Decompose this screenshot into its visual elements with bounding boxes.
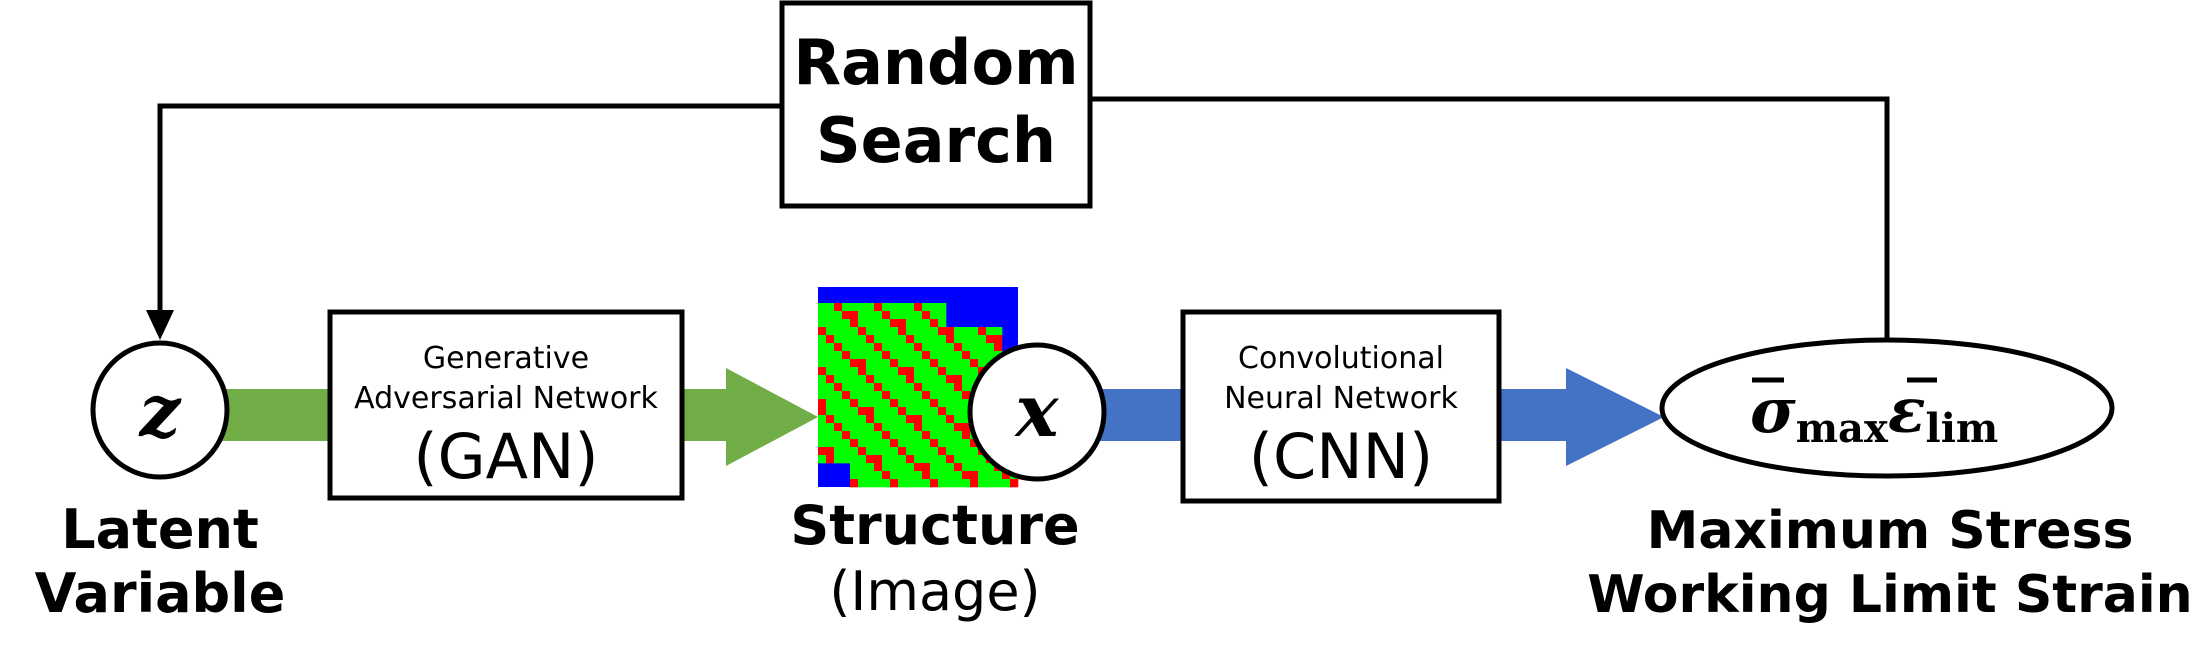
- structure-symbol: x: [1014, 368, 1060, 453]
- random-search-box: Random Search: [779, 0, 1093, 209]
- cnn-box: Convolutional Neural Network (CNN): [1180, 309, 1502, 504]
- random-search-line2: Search: [816, 104, 1056, 177]
- output-node: σmaxεlim: [1659, 337, 2115, 479]
- cnn-line1: Convolutional: [1238, 341, 1444, 376]
- latent-node: z: [90, 340, 230, 480]
- gan-line2: Adversarial Network: [354, 381, 658, 416]
- cnn-line2: Neural Network: [1224, 381, 1458, 416]
- cnn-abbr: (CNN): [1249, 420, 1433, 493]
- output-ellipse: [1659, 337, 2115, 479]
- structure-label-line1: Structure: [790, 494, 1079, 557]
- structure-node: x: [967, 342, 1107, 482]
- gan-line1: Generative: [423, 341, 589, 376]
- feedback-line-left: [157, 103, 780, 318]
- feedback-line-right: [1090, 96, 1890, 342]
- feedback-loop: [146, 96, 1890, 342]
- output-expression: σmaxεlim: [1750, 374, 1998, 452]
- output-label-line1: Maximum Stress: [1647, 501, 2134, 561]
- structure-label-line2: (Image): [829, 560, 1040, 623]
- epsilon-subscript: lim: [1926, 405, 1999, 452]
- latent-label-line1: Latent: [61, 498, 259, 561]
- feedback-arrowhead: [146, 310, 174, 340]
- latent-symbol: z: [138, 368, 183, 453]
- latent-circle: [90, 340, 230, 480]
- structure-circle: [967, 342, 1107, 482]
- output-label-line2: Working Limit Strain: [1587, 565, 2192, 625]
- structure-pixel-grid: [818, 303, 1019, 488]
- gan-box: Generative Adversarial Network (GAN): [327, 309, 685, 501]
- epsilon-symbol: ε: [1888, 374, 1926, 447]
- random-search-line1: Random: [793, 26, 1078, 99]
- blue-arrow-head: [1566, 368, 1664, 466]
- gan-abbr: (GAN): [413, 420, 598, 493]
- sigma-subscript: max: [1796, 405, 1889, 452]
- structure-image: [818, 287, 1019, 488]
- green-arrow-head: [726, 368, 818, 466]
- sigma-symbol: σ: [1750, 374, 1796, 447]
- latent-label-line2: Variable: [35, 562, 286, 625]
